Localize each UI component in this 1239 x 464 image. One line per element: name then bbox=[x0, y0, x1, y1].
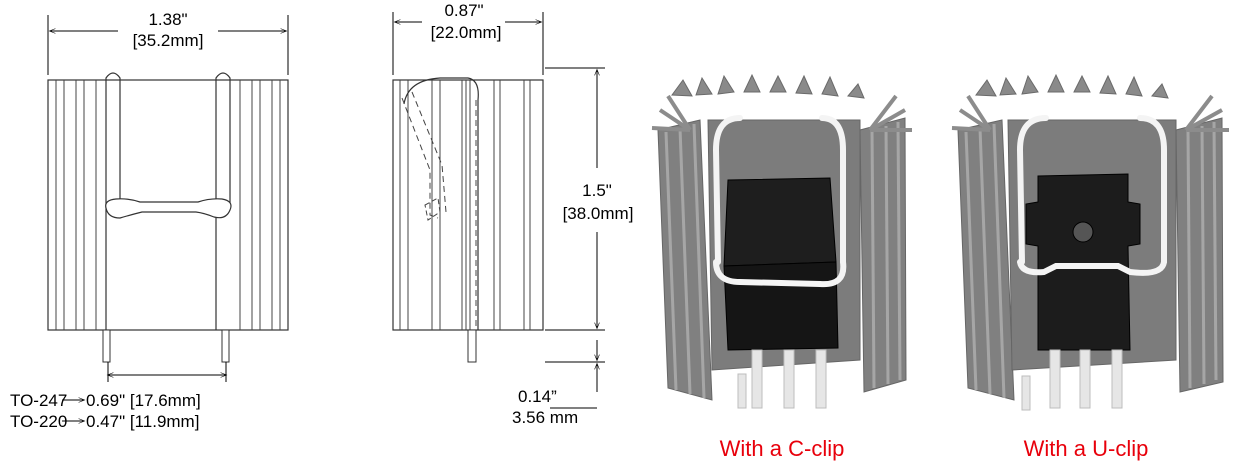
front-width-mm: [35.2mm] bbox=[133, 31, 204, 50]
c-clip-loop bbox=[713, 259, 847, 288]
side-heatsink-outline bbox=[392, 79, 544, 331]
front-width-inches: 1.38" bbox=[148, 10, 187, 29]
c-right-fin-highlights bbox=[870, 121, 902, 389]
u-clip-loop bbox=[1017, 259, 1167, 276]
side-pin-inches: 0.14” bbox=[518, 387, 557, 406]
to220-label: TO-220 bbox=[10, 412, 67, 431]
to220-value: 0.47" [11.9mm] bbox=[86, 412, 199, 431]
side-height-inches: 1.5" bbox=[582, 181, 612, 200]
c-clip-arms bbox=[712, 115, 846, 265]
side-depth-inches: 0.87" bbox=[444, 1, 483, 20]
front-view: 1.38" [35.2mm] TO-247 0.69" [17.6mm] bbox=[10, 10, 289, 431]
u-spikes bbox=[951, 94, 1229, 132]
u-right-fin-highlights bbox=[1186, 121, 1218, 389]
c-spikes bbox=[651, 94, 912, 132]
c-left-fin-highlights bbox=[664, 123, 706, 399]
side-pin-mm: 3.56 mm bbox=[512, 408, 578, 427]
render-u-clip: With a U-clip bbox=[951, 73, 1229, 461]
c-device-top bbox=[723, 177, 837, 267]
side-clip-dashed-tip bbox=[424, 197, 441, 221]
caption-u-clip: With a U-clip bbox=[1024, 436, 1149, 461]
c-top-fins bbox=[671, 73, 865, 99]
side-fin-lines bbox=[399, 80, 531, 330]
front-pin-left bbox=[102, 329, 111, 363]
front-clip-right-wire bbox=[215, 72, 231, 330]
c-pins bbox=[737, 349, 827, 409]
render-c-clip: With a C-clip bbox=[651, 73, 912, 461]
to247-value: 0.69" [17.6mm] bbox=[86, 391, 201, 410]
u-pins bbox=[1021, 349, 1123, 411]
u-device-body bbox=[1025, 173, 1141, 351]
u-device-mounting-hole bbox=[1072, 221, 1094, 243]
side-height-mm: [38.0mm] bbox=[563, 204, 634, 223]
front-pin-right bbox=[221, 329, 230, 363]
side-depth-mm: [22.0mm] bbox=[431, 23, 502, 42]
side-clip-hook bbox=[403, 77, 479, 330]
caption-c-clip: With a C-clip bbox=[720, 436, 845, 461]
u-top-fins bbox=[975, 73, 1169, 99]
side-view: 0.87" [22.0mm] 1.5" [38.0mm] bbox=[392, 1, 634, 427]
c-device-body bbox=[723, 261, 839, 351]
side-pin bbox=[467, 329, 477, 363]
u-left-fin-highlights bbox=[964, 123, 1006, 399]
front-clip-left-wire bbox=[105, 72, 121, 330]
front-fin-lines bbox=[55, 80, 281, 330]
to247-label: TO-247 bbox=[10, 391, 67, 410]
front-clip-loop bbox=[105, 198, 232, 219]
u-clip-arms bbox=[1016, 115, 1167, 265]
side-clip-dashed bbox=[401, 91, 477, 330]
